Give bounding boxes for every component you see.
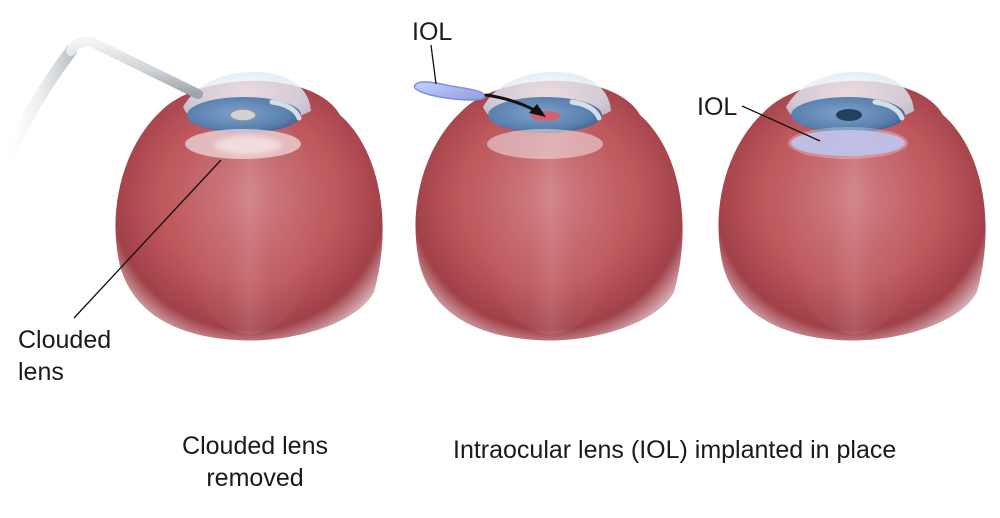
clouded-lens-leader-line — [73, 159, 222, 319]
clouded-lens-label-line-2: lens — [18, 358, 64, 386]
caption-left-line-2: removed — [206, 464, 304, 492]
clouded-lens-label-line-1: Clouded — [18, 326, 112, 354]
eye-middle — [413, 44, 683, 341]
caption-clouded-lens-removed: Clouded lens removed — [160, 430, 350, 494]
iol-label-top: IOL — [412, 18, 453, 46]
eye-left-probe-bend — [66, 36, 203, 99]
eye-right-implanted-iol — [791, 130, 905, 156]
caption-intraocular-lens-implanted: Intraocular lens (IOL) implanted in plac… — [453, 436, 897, 464]
eye-right-highlight — [784, 110, 924, 334]
eye-right-pupil — [836, 109, 862, 121]
iol-label-right: IOL — [697, 93, 738, 121]
eye-right — [718, 71, 986, 341]
caption-left-line-1: Clouded lens — [182, 432, 328, 460]
eye-right-lens-glow — [788, 127, 908, 159]
eye-middle-iol — [413, 81, 486, 101]
eye-middle-lens-space — [487, 129, 603, 159]
eye-middle-iol-leader-line — [430, 44, 437, 85]
eye-left-corneal-reflection — [269, 99, 302, 121]
eye-left — [2, 36, 383, 341]
eye-left-clouded-lens-remnant — [214, 136, 282, 154]
eye-left-probe-tip — [229, 108, 257, 122]
eye-middle-arrow-head — [529, 104, 546, 117]
eye-left-probe-shaft — [2, 45, 77, 162]
eye-middle-highlight — [481, 110, 621, 334]
eye-right-iol-leader-line — [741, 105, 821, 142]
eye-right-corneal-reflection — [872, 99, 905, 121]
eye-middle-corneal-reflection — [569, 99, 602, 121]
clouded-lens-label: Clouded lens — [18, 324, 111, 388]
